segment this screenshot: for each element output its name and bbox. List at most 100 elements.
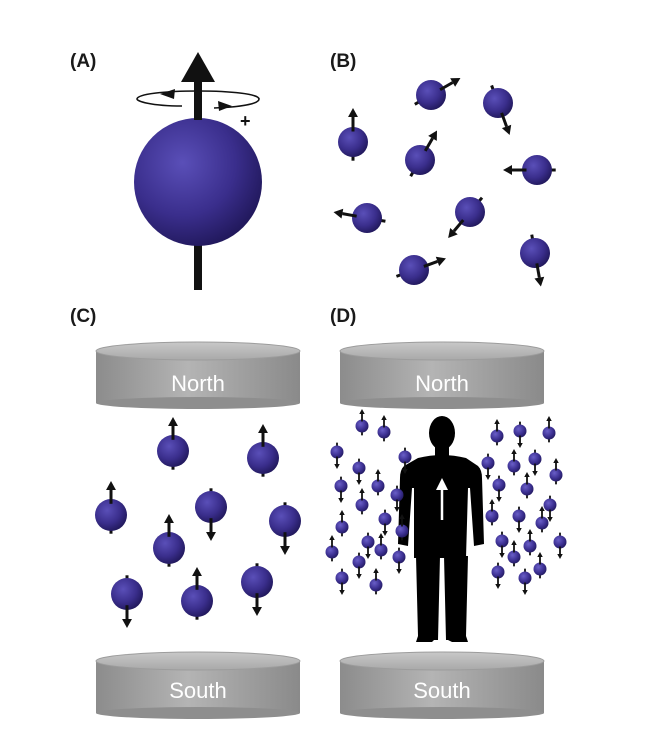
spin-arrow-icon bbox=[448, 227, 458, 239]
proton-with-spin bbox=[181, 567, 213, 620]
proton-with-spin bbox=[528, 449, 542, 476]
spin-arrow-icon bbox=[348, 108, 358, 117]
spin-axis bbox=[535, 263, 541, 278]
spin-axis bbox=[342, 212, 357, 218]
proton-sphere-icon bbox=[416, 80, 446, 110]
proton-with-spin bbox=[414, 78, 461, 110]
spin-arrow-icon bbox=[524, 472, 530, 477]
spin-arrow-icon bbox=[517, 443, 523, 448]
spin-arrow-icon bbox=[501, 124, 512, 135]
proton-sphere-icon bbox=[513, 424, 527, 438]
proton-with-spin bbox=[95, 481, 127, 534]
spin-arrow-icon bbox=[450, 78, 461, 87]
panel-c-aligned-protons bbox=[95, 417, 301, 628]
proton-with-spin bbox=[374, 533, 388, 560]
spin-arrow-icon bbox=[539, 506, 545, 511]
proton-with-spin bbox=[355, 409, 369, 436]
proton-sphere-icon bbox=[520, 482, 534, 496]
spin-arrow-icon bbox=[522, 590, 528, 595]
proton-sphere-icon bbox=[398, 450, 412, 464]
spin-arrow-icon bbox=[435, 256, 446, 267]
spin-arrow-icon bbox=[181, 52, 215, 82]
proton-with-spin bbox=[533, 552, 547, 579]
spin-arrow-icon bbox=[399, 514, 405, 519]
proton-with-spin bbox=[355, 488, 369, 515]
spin-arrow-icon bbox=[356, 480, 362, 485]
spin-arrow-icon bbox=[553, 458, 559, 463]
proton-with-spin bbox=[371, 469, 385, 496]
proton-sphere-icon bbox=[352, 461, 366, 475]
body-magnetization-arrowhead bbox=[436, 478, 448, 490]
proton-with-spin bbox=[157, 417, 189, 470]
proton-with-spin bbox=[542, 416, 556, 443]
spin-arrow-icon bbox=[503, 165, 512, 175]
proton-sphere-icon bbox=[481, 456, 495, 470]
proton-sphere-icon bbox=[361, 535, 375, 549]
spin-arrow-icon bbox=[333, 208, 344, 219]
proton-with-spin bbox=[553, 532, 567, 559]
panel-c-label: (C) bbox=[70, 306, 96, 327]
proton-sphere-icon bbox=[549, 468, 563, 482]
spin-arrow-icon bbox=[164, 514, 174, 523]
proton-with-spin bbox=[491, 562, 505, 589]
proton-sphere-icon bbox=[355, 419, 369, 433]
proton-with-spin bbox=[390, 485, 404, 512]
proton-with-spin bbox=[507, 540, 521, 567]
spin-arrow-icon bbox=[489, 499, 495, 504]
proton-sphere-icon bbox=[520, 238, 550, 268]
panel-d: North South bbox=[325, 341, 567, 719]
proton-with-spin bbox=[492, 475, 506, 502]
proton-sphere-icon bbox=[335, 520, 349, 534]
magnet-south-c: South bbox=[95, 651, 301, 719]
proton-sphere-icon bbox=[490, 429, 504, 443]
spin-arrow-icon bbox=[339, 510, 345, 515]
spin-axis bbox=[439, 81, 454, 92]
spin-arrow-icon bbox=[381, 415, 387, 420]
proton-sphere-icon bbox=[153, 532, 185, 564]
proton-sphere-icon bbox=[369, 578, 383, 592]
proton-with-spin bbox=[495, 531, 509, 558]
spin-arrow-icon bbox=[394, 507, 400, 512]
proton-with-spin bbox=[405, 130, 437, 177]
magnet-north-d: North bbox=[339, 341, 545, 409]
magnet-north-c: North bbox=[95, 341, 301, 409]
spin-arrow-icon bbox=[485, 475, 491, 480]
proton-with-spin bbox=[330, 442, 344, 469]
proton-sphere-icon bbox=[507, 459, 521, 473]
spin-arrow-icon bbox=[496, 497, 502, 502]
proton-sphere-icon bbox=[241, 566, 273, 598]
proton-with-spin bbox=[483, 84, 513, 135]
proton-with-spin bbox=[352, 552, 366, 579]
proton-with-spin bbox=[398, 447, 412, 474]
proton-with-spin bbox=[378, 509, 392, 536]
proton-with-spin bbox=[507, 449, 521, 476]
proton-sphere-icon bbox=[492, 478, 506, 492]
rotation-arrowhead-left bbox=[160, 89, 175, 99]
proton-sphere-icon bbox=[491, 565, 505, 579]
panel-a-label: (A) bbox=[70, 51, 96, 72]
proton-sphere-icon bbox=[269, 505, 301, 537]
proton-sphere-icon bbox=[334, 479, 348, 493]
proton-sphere-icon bbox=[95, 499, 127, 531]
spin-arrow-icon bbox=[382, 531, 388, 536]
proton-with-spin bbox=[512, 506, 526, 533]
proton-sphere-icon bbox=[330, 445, 344, 459]
spin-arrow-icon bbox=[338, 498, 344, 503]
proton-with-spin bbox=[352, 458, 366, 485]
proton-with-spin bbox=[490, 419, 504, 446]
proton-with-spin bbox=[513, 421, 527, 448]
proton-sphere-icon bbox=[325, 545, 339, 559]
spin-arrow-icon bbox=[359, 488, 365, 493]
proton-with-spin bbox=[485, 499, 499, 526]
panel-c: North South bbox=[95, 341, 301, 719]
proton-sphere-icon bbox=[507, 550, 521, 564]
proton-with-spin bbox=[481, 453, 495, 480]
proton-with-spin bbox=[241, 563, 273, 616]
proton-sphere-icon bbox=[535, 516, 549, 530]
spin-axis bbox=[423, 260, 439, 268]
proton-sphere-icon bbox=[378, 512, 392, 526]
proton-with-spin bbox=[333, 203, 386, 233]
spin-arrow-icon bbox=[547, 517, 553, 522]
proton-with-spin bbox=[535, 506, 549, 533]
spin-arrow-icon bbox=[428, 130, 437, 141]
